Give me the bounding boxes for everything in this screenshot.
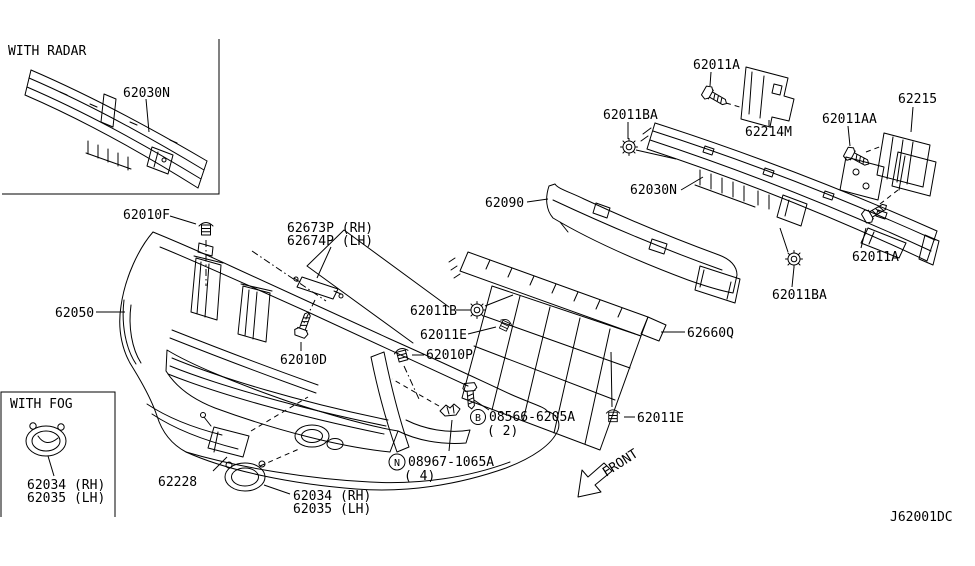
bolt-62011AA-icon: [842, 145, 873, 171]
label-62228: 62228: [158, 475, 197, 490]
label-62011E-left: 62011E: [420, 328, 467, 343]
front-label: FRONT: [600, 446, 641, 480]
clip-62010F-icon: [198, 222, 214, 236]
grommet-62010P-icon: [393, 346, 411, 364]
label-08967-1065A: 08967-1065A: [408, 455, 494, 470]
label-62660Q: 62660Q: [687, 326, 734, 341]
inset-with-fog: WITH FOG 62034 (RH) 62035 (LH): [0, 391, 116, 517]
reinforcement-62030n-drawing: [640, 122, 940, 266]
prefix-letter-b: B: [475, 413, 481, 424]
inset-with-radar: WITH RADAR 62030N: [2, 39, 220, 195]
bracket-62214m-drawing: [740, 66, 795, 128]
label-62010D: 62010D: [280, 353, 327, 368]
label-62011BA-right: 62011BA: [772, 288, 827, 303]
label-62011A-right: 62011A: [852, 250, 899, 265]
label-62674P: 62674P (LH): [287, 234, 373, 249]
clip-08967-icon: [439, 403, 461, 417]
clip-62011E-left-icon: [497, 317, 514, 333]
label-62030N-main: 62030N: [630, 183, 677, 198]
label-62214M: 62214M: [745, 125, 792, 140]
bracket-62673p-drawing: [293, 229, 450, 344]
label-08566-qty: ( 2): [487, 424, 518, 439]
fog-finisher-ring-inset-drawing: [25, 422, 67, 457]
label-fog-inset-lh: 62035 (LH): [27, 491, 105, 506]
prefix-circle-n: [388, 453, 406, 471]
fog-box-border: [0, 391, 116, 517]
label-62011AA: 62011AA: [822, 112, 877, 127]
nut-62011B-icon: [468, 301, 486, 319]
label-62011B: 62011B: [410, 304, 457, 319]
label-08967-qty: ( 4): [404, 469, 435, 484]
label-62010F: 62010F: [123, 208, 170, 223]
nut-62011BA-right-icon: [785, 250, 803, 268]
label-62090: 62090: [485, 196, 524, 211]
label-62011E-right: 62011E: [637, 411, 684, 426]
prefix-letter-n: N: [394, 458, 400, 469]
clip-62011E-right-icon: [605, 409, 621, 423]
label-62050: 62050: [55, 306, 94, 321]
label-fog-main-lh: 62035 (LH): [293, 502, 371, 517]
bracket-62228-drawing: [200, 412, 250, 458]
bracket-62215-drawing: [839, 132, 937, 201]
label-62215: 62215: [898, 92, 937, 107]
diagram-code: J62001DC: [890, 510, 953, 525]
lower-finisher-drawing: [448, 251, 667, 451]
absorber-62090-drawing: [546, 183, 741, 304]
front-arrow-icon: [577, 462, 613, 498]
nut-62011BA-left-icon: [620, 138, 638, 156]
fog-box-title: WITH FOG: [10, 397, 73, 412]
label-62011A-top: 62011A: [693, 58, 740, 73]
bumper-fascia-drawing: [119, 231, 560, 491]
label-radar-62030N: 62030N: [123, 86, 170, 101]
fog-finisher-ring-main-drawing: [224, 460, 266, 492]
label-62011BA-left: 62011BA: [603, 108, 658, 123]
front-direction-marker: FRONT: [577, 446, 641, 498]
label-62673P: 62673P (RH): [287, 221, 373, 236]
prefix-circle-b: [470, 409, 486, 425]
radar-box-border: [2, 39, 220, 195]
label-fog-main-rh: 62034 (RH): [293, 489, 371, 504]
bolt-62011A-top-icon: [699, 83, 731, 111]
radar-box-title: WITH RADAR: [8, 44, 86, 59]
radar-reinforcement-drawing: [24, 69, 208, 189]
label-fog-inset-rh: 62034 (RH): [27, 478, 105, 493]
label-62010P: 62010P: [426, 348, 473, 363]
label-08566-6205A: 08566-6205A: [489, 410, 575, 425]
